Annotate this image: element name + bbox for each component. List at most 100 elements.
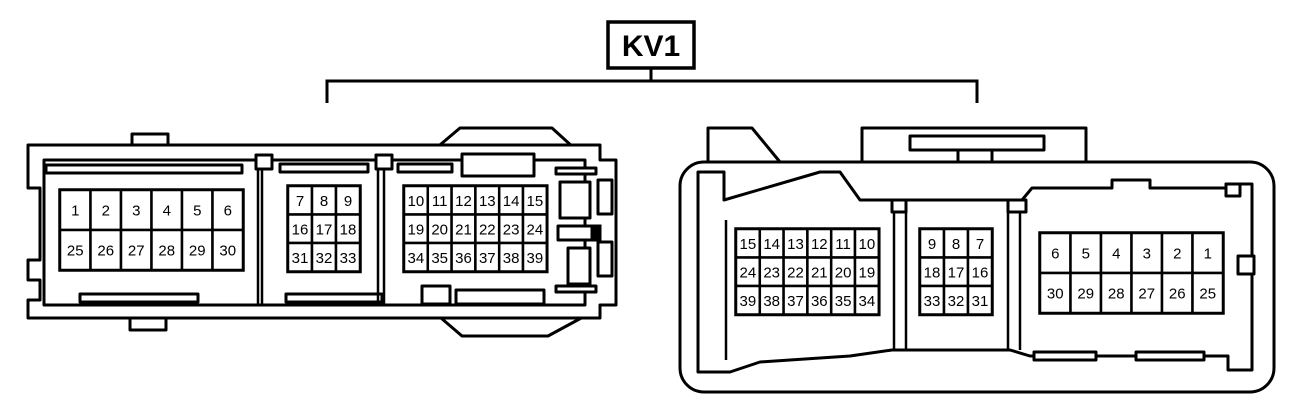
pin-cell (1130, 271, 1164, 315)
pin-number: 1 (1204, 246, 1212, 263)
pin-cell (942, 227, 970, 259)
pin-number: 12 (811, 236, 828, 253)
pin-cell (286, 213, 314, 245)
pin-number: 19 (859, 264, 876, 281)
pin-number: 25 (1199, 286, 1216, 303)
pin-cell (1191, 231, 1225, 275)
pin-number: 31 (292, 250, 309, 267)
pin-number: 21 (811, 264, 828, 281)
pin-number: 20 (431, 221, 448, 238)
pin-number: 13 (787, 236, 804, 253)
pin-number: 32 (316, 250, 333, 267)
pin-number: 23 (503, 221, 520, 238)
pin-number: 37 (787, 293, 804, 310)
pin-number: 14 (763, 236, 780, 253)
pin-cell (286, 241, 314, 273)
pin-number: 33 (340, 250, 357, 267)
pin-number: 26 (97, 243, 114, 260)
pin-number: 38 (503, 250, 520, 267)
pin-number: 39 (740, 293, 757, 310)
pin-cell (58, 188, 92, 232)
pin-number: 30 (219, 243, 236, 260)
pin-number: 8 (952, 236, 960, 253)
pin-number: 38 (763, 293, 780, 310)
connector-code: KV1 (622, 30, 680, 63)
pin-cell (119, 228, 153, 272)
pin-number: 27 (1138, 286, 1155, 303)
pin-number: 5 (1082, 246, 1090, 263)
pin-number: 32 (948, 293, 965, 310)
pin-cell (942, 284, 970, 316)
pin-number: 28 (158, 243, 175, 260)
pin-number: 37 (479, 250, 496, 267)
pin-cell (334, 213, 362, 245)
pin-number: 25 (67, 243, 84, 260)
pin-number: 3 (1143, 246, 1151, 263)
pin-cell (334, 241, 362, 273)
title-label: KV1 (606, 20, 696, 70)
bracket (325, 68, 979, 103)
pin-number: 36 (811, 293, 828, 310)
pin-number: 7 (976, 236, 984, 253)
pin-cell (150, 228, 184, 272)
pin-number: 34 (859, 293, 876, 310)
pin-number: 35 (835, 293, 852, 310)
pin-number: 28 (1108, 286, 1125, 303)
pin-number: 31 (972, 293, 989, 310)
pin-number: 24 (740, 264, 757, 281)
pin-number: 19 (408, 221, 425, 238)
pin-number: 9 (344, 193, 352, 210)
pin-number: 6 (1051, 246, 1059, 263)
pin-number: 10 (408, 193, 425, 210)
pin-cell (1069, 271, 1103, 315)
pin-number: 1 (71, 203, 79, 220)
pin-number: 12 (455, 193, 472, 210)
pin-number: 15 (527, 193, 544, 210)
pin-cell (1099, 271, 1133, 315)
pin-cell (180, 228, 214, 272)
pin-cell (521, 241, 549, 273)
pin-cell (853, 284, 881, 316)
pin-number: 9 (928, 236, 936, 253)
pin-number: 2 (102, 203, 110, 220)
pin-number: 10 (859, 236, 876, 253)
pin-cell (1191, 271, 1225, 315)
pin-number: 16 (292, 221, 309, 238)
pin-number: 14 (503, 193, 520, 210)
pin-number: 6 (224, 203, 232, 220)
pin-cell (89, 228, 123, 272)
pin-number: 13 (479, 193, 496, 210)
pin-number: 7 (296, 193, 304, 210)
pin-cell (180, 188, 214, 232)
pin-number: 29 (189, 243, 206, 260)
pin-number: 33 (924, 293, 941, 310)
pin-number: 17 (316, 221, 333, 238)
pin-number: 8 (320, 193, 328, 210)
pin-number: 3 (132, 203, 140, 220)
pin-number: 4 (163, 203, 171, 220)
pin-number: 30 (1047, 286, 1064, 303)
pin-number: 22 (479, 221, 496, 238)
pin-number: 16 (972, 264, 989, 281)
pin-number: 5 (193, 203, 201, 220)
pin-cell (966, 284, 994, 316)
pin-number: 24 (527, 221, 544, 238)
pin-number: 4 (1112, 246, 1120, 263)
pin-number: 21 (455, 221, 472, 238)
pin-number: 20 (835, 264, 852, 281)
pin-number: 23 (763, 264, 780, 281)
pin-cell (211, 228, 245, 272)
pin-number: 36 (455, 250, 472, 267)
pin-cell (966, 227, 994, 259)
pin-number: 39 (527, 250, 544, 267)
pin-number: 15 (740, 236, 757, 253)
pin-number: 18 (340, 221, 357, 238)
pin-number: 18 (924, 264, 941, 281)
